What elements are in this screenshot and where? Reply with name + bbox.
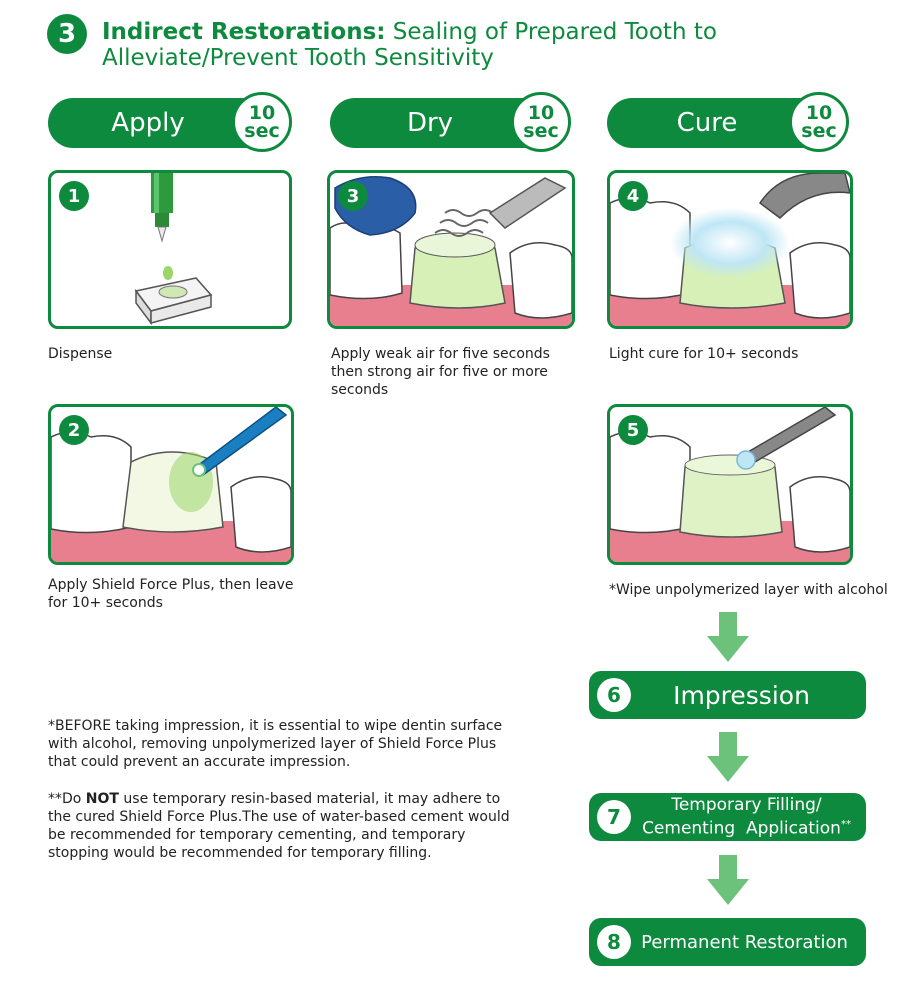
- timer-badge-apply: 10 sec: [232, 92, 292, 152]
- caption-line: for 10+ seconds: [48, 595, 163, 611]
- cure-illustration: [610, 173, 850, 326]
- caption-line: then strong air for five or more: [331, 364, 548, 380]
- timer-unit: sec: [244, 120, 280, 142]
- flow-step-number: 8: [597, 925, 631, 959]
- panel-cure: 4: [607, 170, 853, 329]
- flow-step-number: 7: [597, 800, 631, 834]
- panel-number: 2: [59, 415, 89, 445]
- timer-badge-dry: 10 sec: [511, 92, 571, 152]
- panel-number: 4: [618, 181, 648, 211]
- caption-dispense: Dispense: [48, 346, 113, 362]
- step-label: Dry: [406, 108, 454, 138]
- caption-line: seconds: [331, 382, 389, 398]
- page-title: Indirect Restorations: Sealing of Prepar…: [102, 19, 717, 71]
- panel-number: 5: [618, 415, 648, 445]
- section-number-badge: 3: [47, 14, 87, 54]
- panel-apply: 2: [48, 404, 294, 565]
- step-label: Cure: [676, 108, 738, 138]
- timer-value: 10: [527, 102, 555, 124]
- note-line: the cured Shield Force Plus.The use of w…: [48, 809, 510, 825]
- note-line: be recommended for temporary cementing, …: [48, 827, 466, 843]
- title-line2: Alleviate/Prevent Tooth Sensitivity: [102, 45, 494, 71]
- footnote-mark: **: [840, 819, 851, 831]
- flow-step-number: 6: [597, 678, 631, 712]
- note-line: that could prevent an accurate impressio…: [48, 754, 351, 770]
- note-line: *BEFORE taking impression, it is essenti…: [48, 718, 503, 734]
- panel-number: 3: [338, 181, 368, 211]
- flow-step-label: Impression: [673, 680, 810, 710]
- panel-wipe: 5: [607, 404, 853, 565]
- timer-unit: sec: [801, 120, 837, 142]
- timer-badge-cure: 10 sec: [789, 92, 849, 152]
- down-arrow-icon: [707, 855, 749, 905]
- note-line: with alcohol, removing unpolymerized lay…: [48, 736, 497, 752]
- flow-step-temporary: 7 Temporary Filling/ Cementing Applicati…: [589, 793, 866, 841]
- title-rest: Sealing of Prepared Tooth to: [385, 19, 717, 45]
- note-emphasis: NOT: [85, 791, 119, 807]
- flow-step-label: Permanent Restoration: [641, 931, 848, 953]
- flow-step-impression: 6 Impression: [589, 671, 866, 719]
- caption-wipe: *Wipe unpolymerized layer with alcohol: [609, 582, 888, 598]
- title-bold: Indirect Restorations:: [102, 19, 386, 45]
- down-arrow-icon: [707, 732, 749, 782]
- panel-number: 1: [59, 181, 89, 211]
- note-impression: *BEFORE taking impression, it is essenti…: [48, 717, 502, 771]
- step-label: Apply: [111, 108, 185, 138]
- panel-dispense: 1: [48, 170, 292, 329]
- timer-value: 10: [248, 102, 276, 124]
- dispense-illustration: [134, 173, 213, 326]
- caption-line: Apply Shield Force Plus, then leave: [48, 577, 294, 593]
- apply-illustration: [51, 407, 291, 562]
- panel-dry: 3: [327, 170, 575, 329]
- timer-value: 10: [805, 102, 833, 124]
- note-text: **Do: [48, 791, 86, 807]
- flow-label-line: Cementing Application: [642, 818, 841, 839]
- caption-cure: Light cure for 10+ seconds: [609, 346, 799, 362]
- timer-unit: sec: [523, 120, 559, 142]
- note-text: use temporary resin-based material, it m…: [118, 791, 501, 807]
- caption-apply: Apply Shield Force Plus, then leave for …: [48, 576, 293, 612]
- wipe-illustration: [610, 407, 850, 562]
- down-arrow-icon: [707, 612, 749, 662]
- flow-step-permanent: 8 Permanent Restoration: [589, 918, 866, 966]
- flow-step-label: Temporary Filling/ Cementing Application…: [631, 795, 866, 839]
- note-temporary-material: **Do NOT use temporary resin-based mater…: [48, 790, 510, 862]
- caption-dry: Apply weak air for five seconds then str…: [331, 345, 550, 399]
- caption-line: Apply weak air for five seconds: [331, 346, 550, 362]
- dry-illustration: [330, 176, 572, 326]
- flow-label-line: Temporary Filling/: [671, 795, 822, 816]
- note-line: stopping would be recommended for tempor…: [48, 845, 432, 861]
